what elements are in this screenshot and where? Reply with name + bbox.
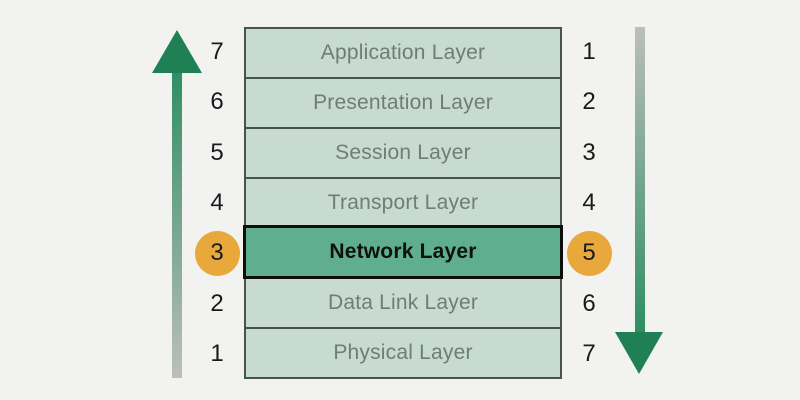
layer-row-physical: Physical Layer — [244, 327, 562, 380]
layer-number-left: 3 — [210, 239, 224, 267]
layer-number-right: 3 — [582, 138, 596, 166]
layer-number-right: 5 — [582, 239, 596, 267]
layer-row-transport: Transport Layer — [244, 176, 562, 229]
layer-number-left-highlighted: 3 — [194, 228, 240, 278]
layer-number-left: 4 — [210, 188, 224, 216]
layer-number-left: 5 — [210, 138, 224, 166]
layer-number-left: 6 — [210, 88, 224, 116]
layer-row-session: Session Layer — [244, 126, 562, 179]
layer-row-application: Application Layer — [244, 27, 562, 79]
layer-number-right: 7 — [582, 339, 596, 367]
layer-number-left: 1 — [210, 339, 224, 367]
layer-row-presentation: Presentation Layer — [244, 76, 562, 129]
layer-row-network: Network Layer — [243, 225, 563, 280]
layer-number-right: 2 — [582, 88, 596, 116]
layer-number-right: 1 — [582, 38, 596, 66]
layer-number-left: 2 — [210, 289, 224, 317]
layer-number-left: 7 — [210, 38, 224, 66]
left-number-column: 7 6 5 4 3 2 1 — [194, 27, 240, 379]
up-arrow-icon — [152, 30, 202, 378]
osi-layer-stack: Application Layer Presentation Layer Ses… — [243, 27, 563, 380]
highlight-badge-circle: 5 — [566, 230, 612, 276]
layer-number-right: 4 — [582, 188, 596, 216]
layer-number-right-highlighted: 5 — [566, 228, 612, 278]
highlight-badge-circle: 3 — [194, 230, 240, 276]
down-arrow-icon — [615, 27, 663, 374]
layer-row-data-link: Data Link Layer — [244, 277, 562, 330]
layer-number-right: 6 — [582, 289, 596, 317]
right-number-column: 1 2 3 4 5 6 7 — [566, 27, 612, 379]
